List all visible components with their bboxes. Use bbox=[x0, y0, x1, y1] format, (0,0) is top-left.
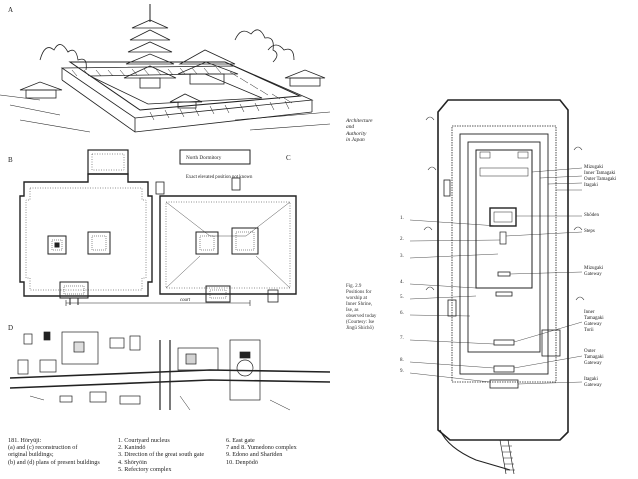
right-leader-lines bbox=[505, 167, 583, 385]
shrine-enclosures bbox=[423, 99, 585, 475]
caption-line: Inner Shrine, bbox=[346, 302, 373, 307]
caption-line: Ise, as bbox=[346, 308, 359, 313]
legend-item: 1. Courtyard nucleus bbox=[118, 437, 170, 444]
title-line: Architecture bbox=[346, 118, 373, 124]
caption-line: 181. Hōryūji: bbox=[8, 437, 42, 444]
number-label-5: 5. bbox=[400, 295, 404, 300]
legend-column-2: 6. East gate 7 and 8. Yumedono complex 9… bbox=[226, 437, 328, 466]
caption-line: Positions for bbox=[346, 290, 372, 295]
legend-item: 10. Denpōdō bbox=[226, 458, 258, 466]
panel-label-a: A bbox=[8, 6, 13, 14]
caption-line: (a) and (c) reconstruction of bbox=[8, 444, 78, 452]
label-line: Outer bbox=[584, 349, 596, 354]
plan-c bbox=[155, 149, 297, 303]
label-line: Tamagaki bbox=[584, 316, 604, 321]
caption-line: (b) and (d) plans of present buildings bbox=[8, 458, 100, 466]
horyuji-drawings: A B C D North Dormitory Exact elevated p… bbox=[0, 4, 330, 411]
inner-tamagaki-gateway-label: Inner Tamagaki Gateway Torii bbox=[584, 310, 604, 334]
book-title: Architecture and Authority in Japan bbox=[346, 118, 373, 144]
itagaki-label: Itagaki bbox=[584, 183, 598, 188]
ise-shrine-plate: Architecture and Authority in Japan Fig.… bbox=[330, 0, 638, 479]
title-line: in Japan bbox=[346, 137, 365, 144]
caption-line: original buildings; bbox=[8, 451, 54, 459]
label-line: Inner bbox=[584, 310, 595, 315]
horyuji-plate: A B C D North Dormitory Exact elevated p… bbox=[0, 4, 330, 473]
number-label-9: 9. bbox=[400, 369, 404, 374]
panel-label-b: B bbox=[8, 156, 13, 164]
figure-caption: 181. Hōryūji: (a) and (c) reconstruction… bbox=[8, 437, 116, 466]
label-line: Gateway bbox=[584, 322, 602, 327]
steps-label: Steps bbox=[584, 229, 595, 234]
plan-d bbox=[9, 331, 330, 411]
itagaki-gateway-label: Itagaki Gateway bbox=[584, 377, 602, 389]
number-label-4: 4. bbox=[400, 280, 404, 285]
legend-column-1: 1. Courtyard nucleus 2. Kanindō 3. Direc… bbox=[118, 437, 224, 473]
number-label-7: 7. bbox=[400, 336, 404, 341]
caption-line: Fig. 2.9 bbox=[346, 284, 362, 289]
exact-position-note: Exact elevated position not known bbox=[186, 175, 253, 180]
ise-shrine-plan bbox=[409, 99, 585, 475]
label-line: Mizugaki bbox=[584, 266, 604, 271]
label-line: Gateway bbox=[584, 272, 602, 277]
caption-line: worship at bbox=[346, 296, 367, 301]
outer-tamagaki-label: Outer Tamagaki bbox=[584, 177, 617, 182]
shoden-label: Shōden bbox=[584, 213, 599, 218]
left-leader-lines bbox=[409, 219, 501, 383]
mizugaki-gateway-label: Mizugaki Gateway bbox=[584, 266, 603, 278]
plan-b bbox=[19, 149, 153, 305]
legend-item: 4. Shōryōin bbox=[118, 458, 147, 466]
number-label-6: 6. bbox=[400, 311, 404, 316]
label-line: Torii bbox=[584, 328, 594, 333]
caption-line: (Courtesy: Ise bbox=[346, 320, 375, 325]
legend-item: 7 and 8. Yumedono complex bbox=[226, 444, 297, 452]
panel-label-d: D bbox=[8, 324, 13, 332]
number-label-2: 2. bbox=[400, 237, 404, 242]
mizugaki-label: Mizugaki bbox=[584, 165, 604, 170]
enclosure-labels: Mizugaki Inner Tamagaki Outer Tamagaki I… bbox=[584, 165, 616, 189]
legend-item: 6. East gate bbox=[226, 437, 255, 444]
title-line: Authority bbox=[346, 130, 367, 137]
caption-line: Jingū Shichō) bbox=[346, 326, 374, 331]
legend-item: 3. Direction of the great south gate bbox=[118, 451, 205, 459]
legend-item: 5. Refectory complex bbox=[118, 465, 172, 473]
number-label-1: 1. bbox=[400, 216, 404, 221]
court-label: court bbox=[180, 298, 191, 303]
number-label-8: 8. bbox=[400, 358, 404, 363]
label-line: Itagaki bbox=[584, 377, 598, 382]
label-line: Gateway bbox=[584, 383, 602, 388]
perspective-sketch bbox=[0, 4, 330, 133]
caption-line: observed today bbox=[346, 314, 377, 319]
title-line: and bbox=[346, 124, 355, 131]
panel-label-c: C bbox=[286, 154, 291, 162]
label-line: Gateway bbox=[584, 361, 602, 366]
legend-item: 9. Edono and Sharīden bbox=[226, 451, 283, 459]
legend-item: 2. Kanindō bbox=[118, 444, 146, 452]
outer-tamagaki-gateway-label: Outer Tamagaki Gateway bbox=[584, 349, 604, 367]
figure-2-9-caption: Fig. 2.9 Positions for worship at Inner … bbox=[346, 284, 406, 332]
label-line: Tamagaki bbox=[584, 355, 604, 360]
inner-tamagaki-label: Inner Tamagaki bbox=[584, 171, 616, 176]
number-label-3: 3. bbox=[400, 254, 404, 259]
north-dormitory-label: North Dormitory bbox=[186, 155, 222, 161]
